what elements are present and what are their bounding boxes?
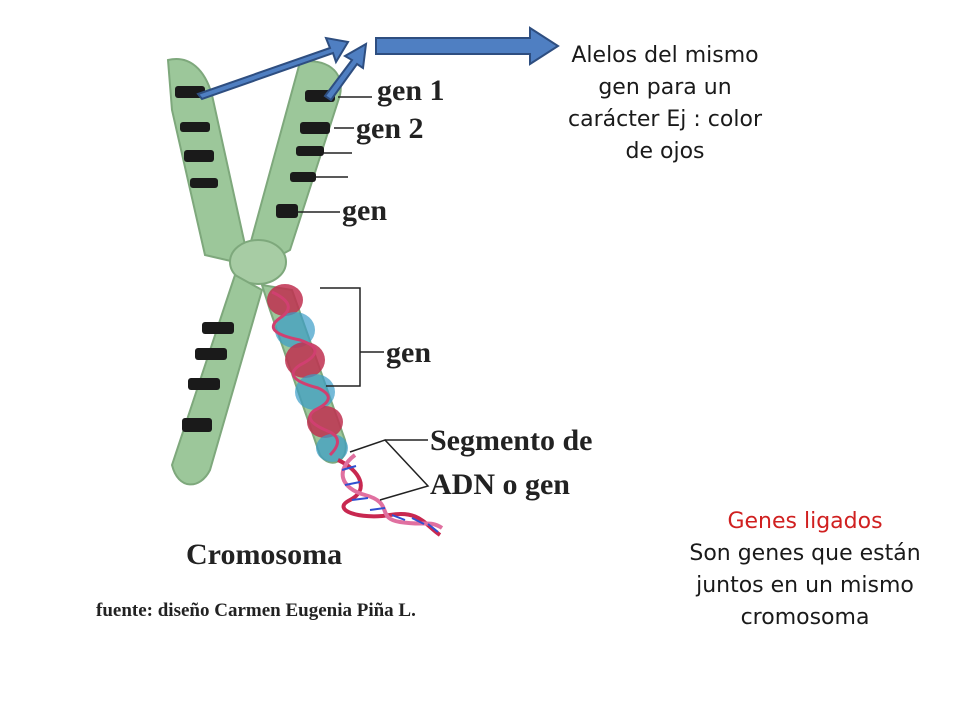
dna-helix	[337, 453, 444, 537]
label-pointers	[298, 96, 430, 501]
arrows	[196, 26, 560, 102]
arrow-to-gen1-right	[323, 42, 368, 102]
arrow-to-note	[375, 26, 560, 66]
arrow-to-gen1-left	[196, 36, 350, 101]
linked-genes-note: Genes ligados Son genes que están juntos…	[660, 506, 950, 634]
bands-right	[276, 90, 335, 218]
label-gen-middle: gen	[386, 336, 431, 369]
label-chromosome: Cromosoma	[186, 538, 342, 571]
label-gen2: gen 2	[356, 112, 424, 145]
alleles-note-text: Alelos del mismo gen para un carácter Ej…	[568, 43, 762, 164]
linked-genes-text: Son genes que están juntos en un mismo c…	[689, 541, 921, 630]
label-segment-line2: ADN o gen	[430, 468, 570, 501]
linked-genes-title: Genes ligados	[727, 509, 883, 534]
centromere	[229, 239, 287, 285]
bands-left	[175, 86, 234, 432]
label-gen-upper: gen	[342, 194, 387, 227]
chromosome	[166, 58, 444, 537]
label-segment-line1: Segmento de	[430, 424, 592, 457]
alleles-note: Alelos del mismo gen para un carácter Ej…	[560, 40, 770, 168]
source-credit: fuente: diseño Carmen Eugenia Piña L.	[96, 600, 416, 621]
label-gen1: gen 1	[377, 74, 445, 107]
chromatin-coil	[267, 284, 348, 462]
